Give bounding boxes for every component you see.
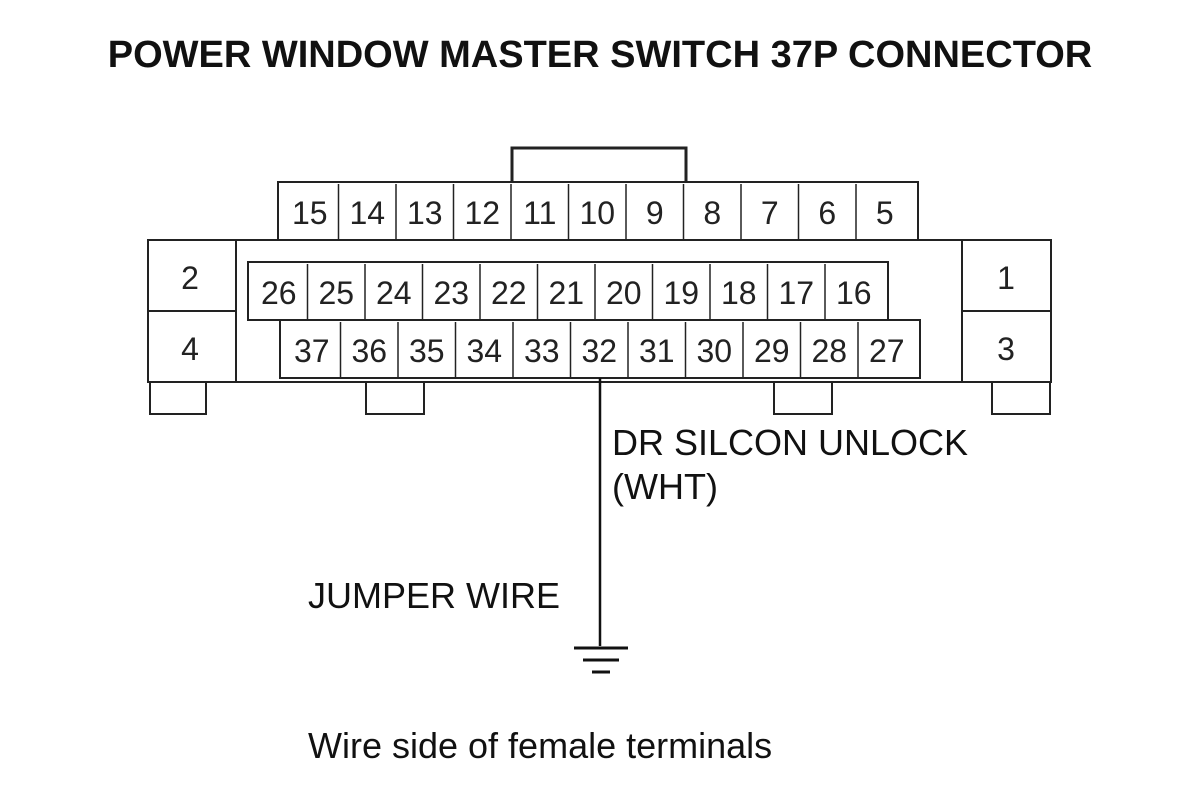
middle-row-cells: 26 25 24 23 22 21 20 19 18 17 16 — [261, 264, 872, 320]
terminal-23: 23 — [433, 275, 469, 311]
terminal-26: 26 — [261, 275, 297, 311]
wire-label-line-1: DR SILCON UNLOCK — [612, 422, 969, 463]
jumper-wire-label: JUMPER WIRE — [308, 575, 560, 616]
terminal-8: 8 — [703, 195, 721, 231]
terminal-24: 24 — [376, 275, 412, 311]
terminal-27: 27 — [869, 333, 905, 369]
connector-foot-3 — [773, 382, 833, 415]
terminal-34: 34 — [466, 333, 502, 369]
terminal-35: 35 — [409, 333, 445, 369]
terminal-5: 5 — [876, 195, 894, 231]
terminal-3: 3 — [997, 331, 1015, 367]
terminal-21: 21 — [548, 275, 584, 311]
terminal-22: 22 — [491, 275, 527, 311]
terminal-20: 20 — [606, 275, 642, 311]
connector-foot-2 — [365, 382, 425, 415]
diagram-title: POWER WINDOW MASTER SWITCH 37P CONNECTOR — [107, 34, 1093, 76]
terminal-13: 13 — [407, 195, 443, 231]
terminal-11: 11 — [523, 195, 556, 231]
terminal-31: 31 — [639, 333, 675, 369]
terminal-37: 37 — [294, 333, 330, 369]
terminal-12: 12 — [464, 195, 500, 231]
terminal-4: 4 — [181, 331, 199, 367]
bottom-row-cells: 37 36 35 34 33 32 31 30 29 28 27 — [294, 322, 905, 378]
connector-foot-4 — [991, 382, 1051, 415]
diagram-footer: Wire side of female terminals — [308, 725, 773, 766]
terminal-1: 1 — [997, 260, 1015, 296]
terminal-9: 9 — [646, 195, 664, 231]
terminal-7: 7 — [761, 195, 779, 231]
terminal-2: 2 — [181, 260, 199, 296]
terminal-14: 14 — [349, 195, 385, 231]
connector-latch — [510, 146, 688, 182]
terminal-25: 25 — [318, 275, 354, 311]
ground-symbol-icon — [574, 646, 628, 674]
terminal-10: 10 — [579, 195, 615, 231]
terminal-6: 6 — [818, 195, 836, 231]
terminal-19: 19 — [663, 275, 699, 311]
terminal-15: 15 — [292, 195, 328, 231]
terminal-30: 30 — [696, 333, 732, 369]
terminal-17: 17 — [778, 275, 814, 311]
terminal-32: 32 — [581, 333, 617, 369]
terminal-16: 16 — [836, 275, 872, 311]
terminal-18: 18 — [721, 275, 757, 311]
terminal-28: 28 — [811, 333, 847, 369]
connector-foot-1 — [149, 382, 207, 415]
wire-label-line-2: (WHT) — [612, 466, 718, 507]
terminal-36: 36 — [351, 333, 387, 369]
terminal-33: 33 — [524, 333, 560, 369]
top-row-cells: 15 14 13 12 11 10 9 8 7 6 5 — [292, 184, 894, 240]
terminal-29: 29 — [754, 333, 790, 369]
